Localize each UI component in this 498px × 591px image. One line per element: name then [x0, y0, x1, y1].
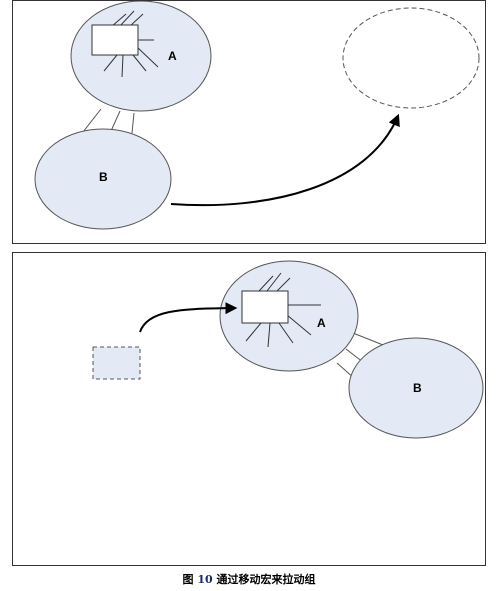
node-b-label: B: [413, 381, 422, 395]
caption-text: 通过移动宏来拉动组: [216, 573, 316, 586]
diagram-panel-after: A B: [12, 252, 486, 566]
caption-prefix: 图: [182, 573, 194, 586]
device-box-icon: [91, 10, 159, 78]
node-a-ellipse[interactable]: [219, 260, 359, 372]
diagram-panel-before: A B: [12, 0, 486, 244]
device-box-icon: [241, 272, 321, 348]
node-b-label: B: [99, 170, 108, 184]
caption-number: 10: [197, 573, 213, 586]
diagram-canvas-before: A B: [34, 1, 480, 230]
drop-target-ellipse: [342, 7, 480, 109]
node-b-ellipse[interactable]: [34, 128, 172, 230]
node-a-ellipse[interactable]: [70, 1, 212, 112]
connector-lines-a-b: [82, 108, 135, 134]
move-arrow: [139, 302, 238, 333]
diagram-canvas-after: A B: [92, 260, 484, 439]
figure-caption: 图 10 通过移动宏来拉动组: [0, 571, 498, 587]
node-a-label: A: [168, 49, 177, 63]
node-a-label: A: [317, 316, 326, 330]
move-arrow: [170, 113, 400, 207]
node-b-ellipse[interactable]: [348, 337, 484, 439]
origin-dashed-rect: [92, 346, 141, 380]
